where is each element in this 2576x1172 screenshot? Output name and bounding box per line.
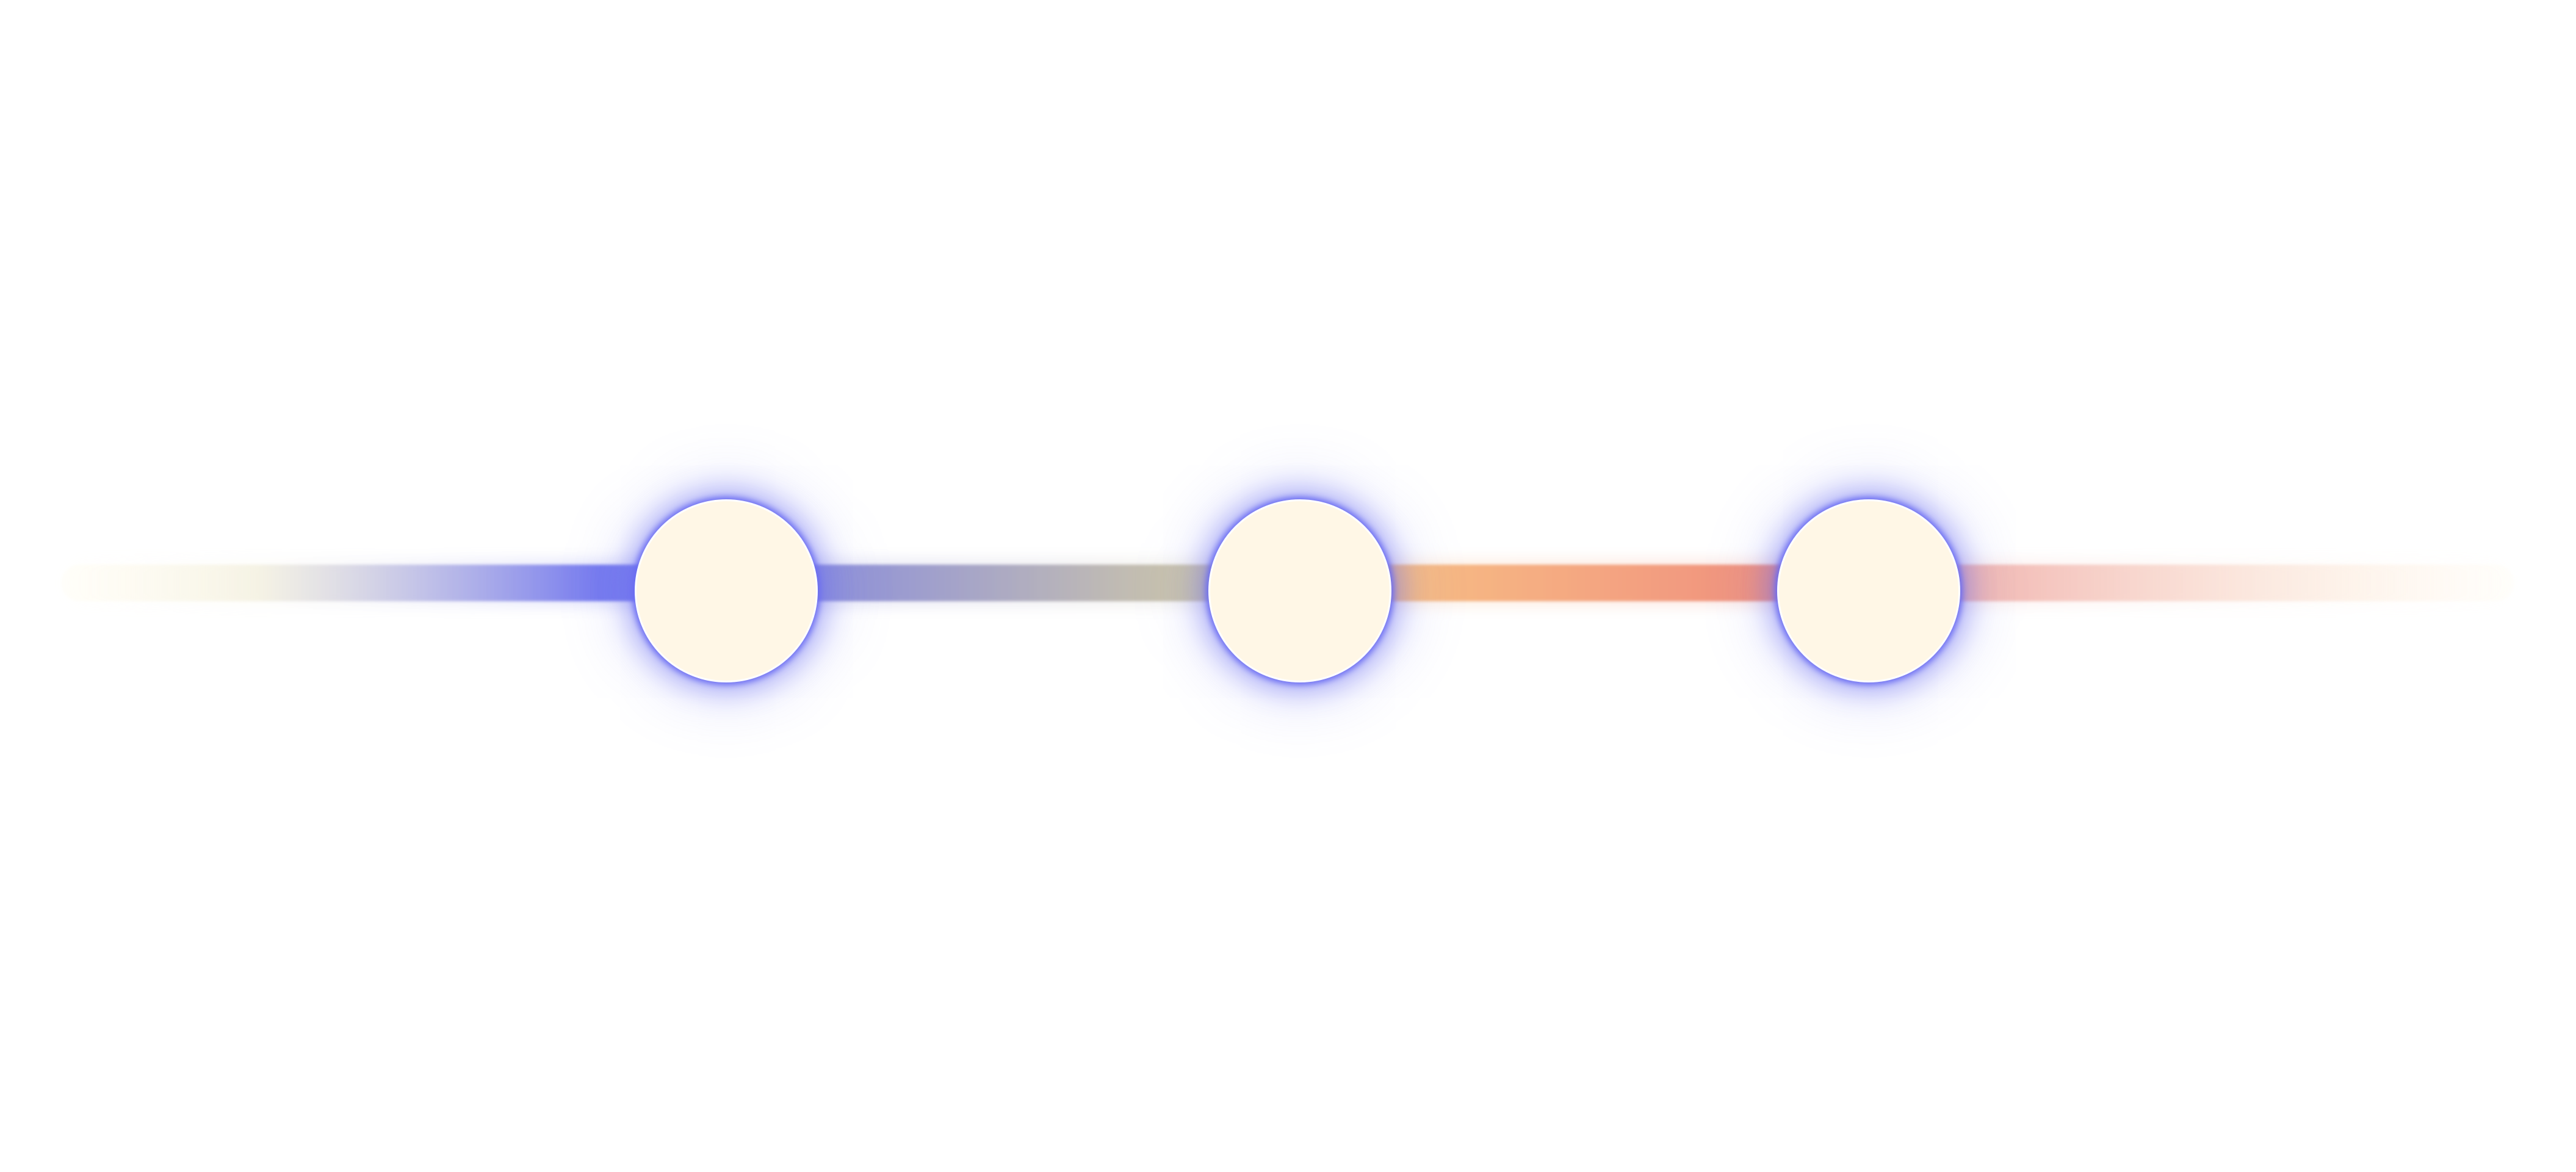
step-node-3[interactable] [1777, 499, 1960, 682]
step-node-2[interactable] [1208, 499, 1391, 682]
step-node-1[interactable] [635, 499, 818, 682]
